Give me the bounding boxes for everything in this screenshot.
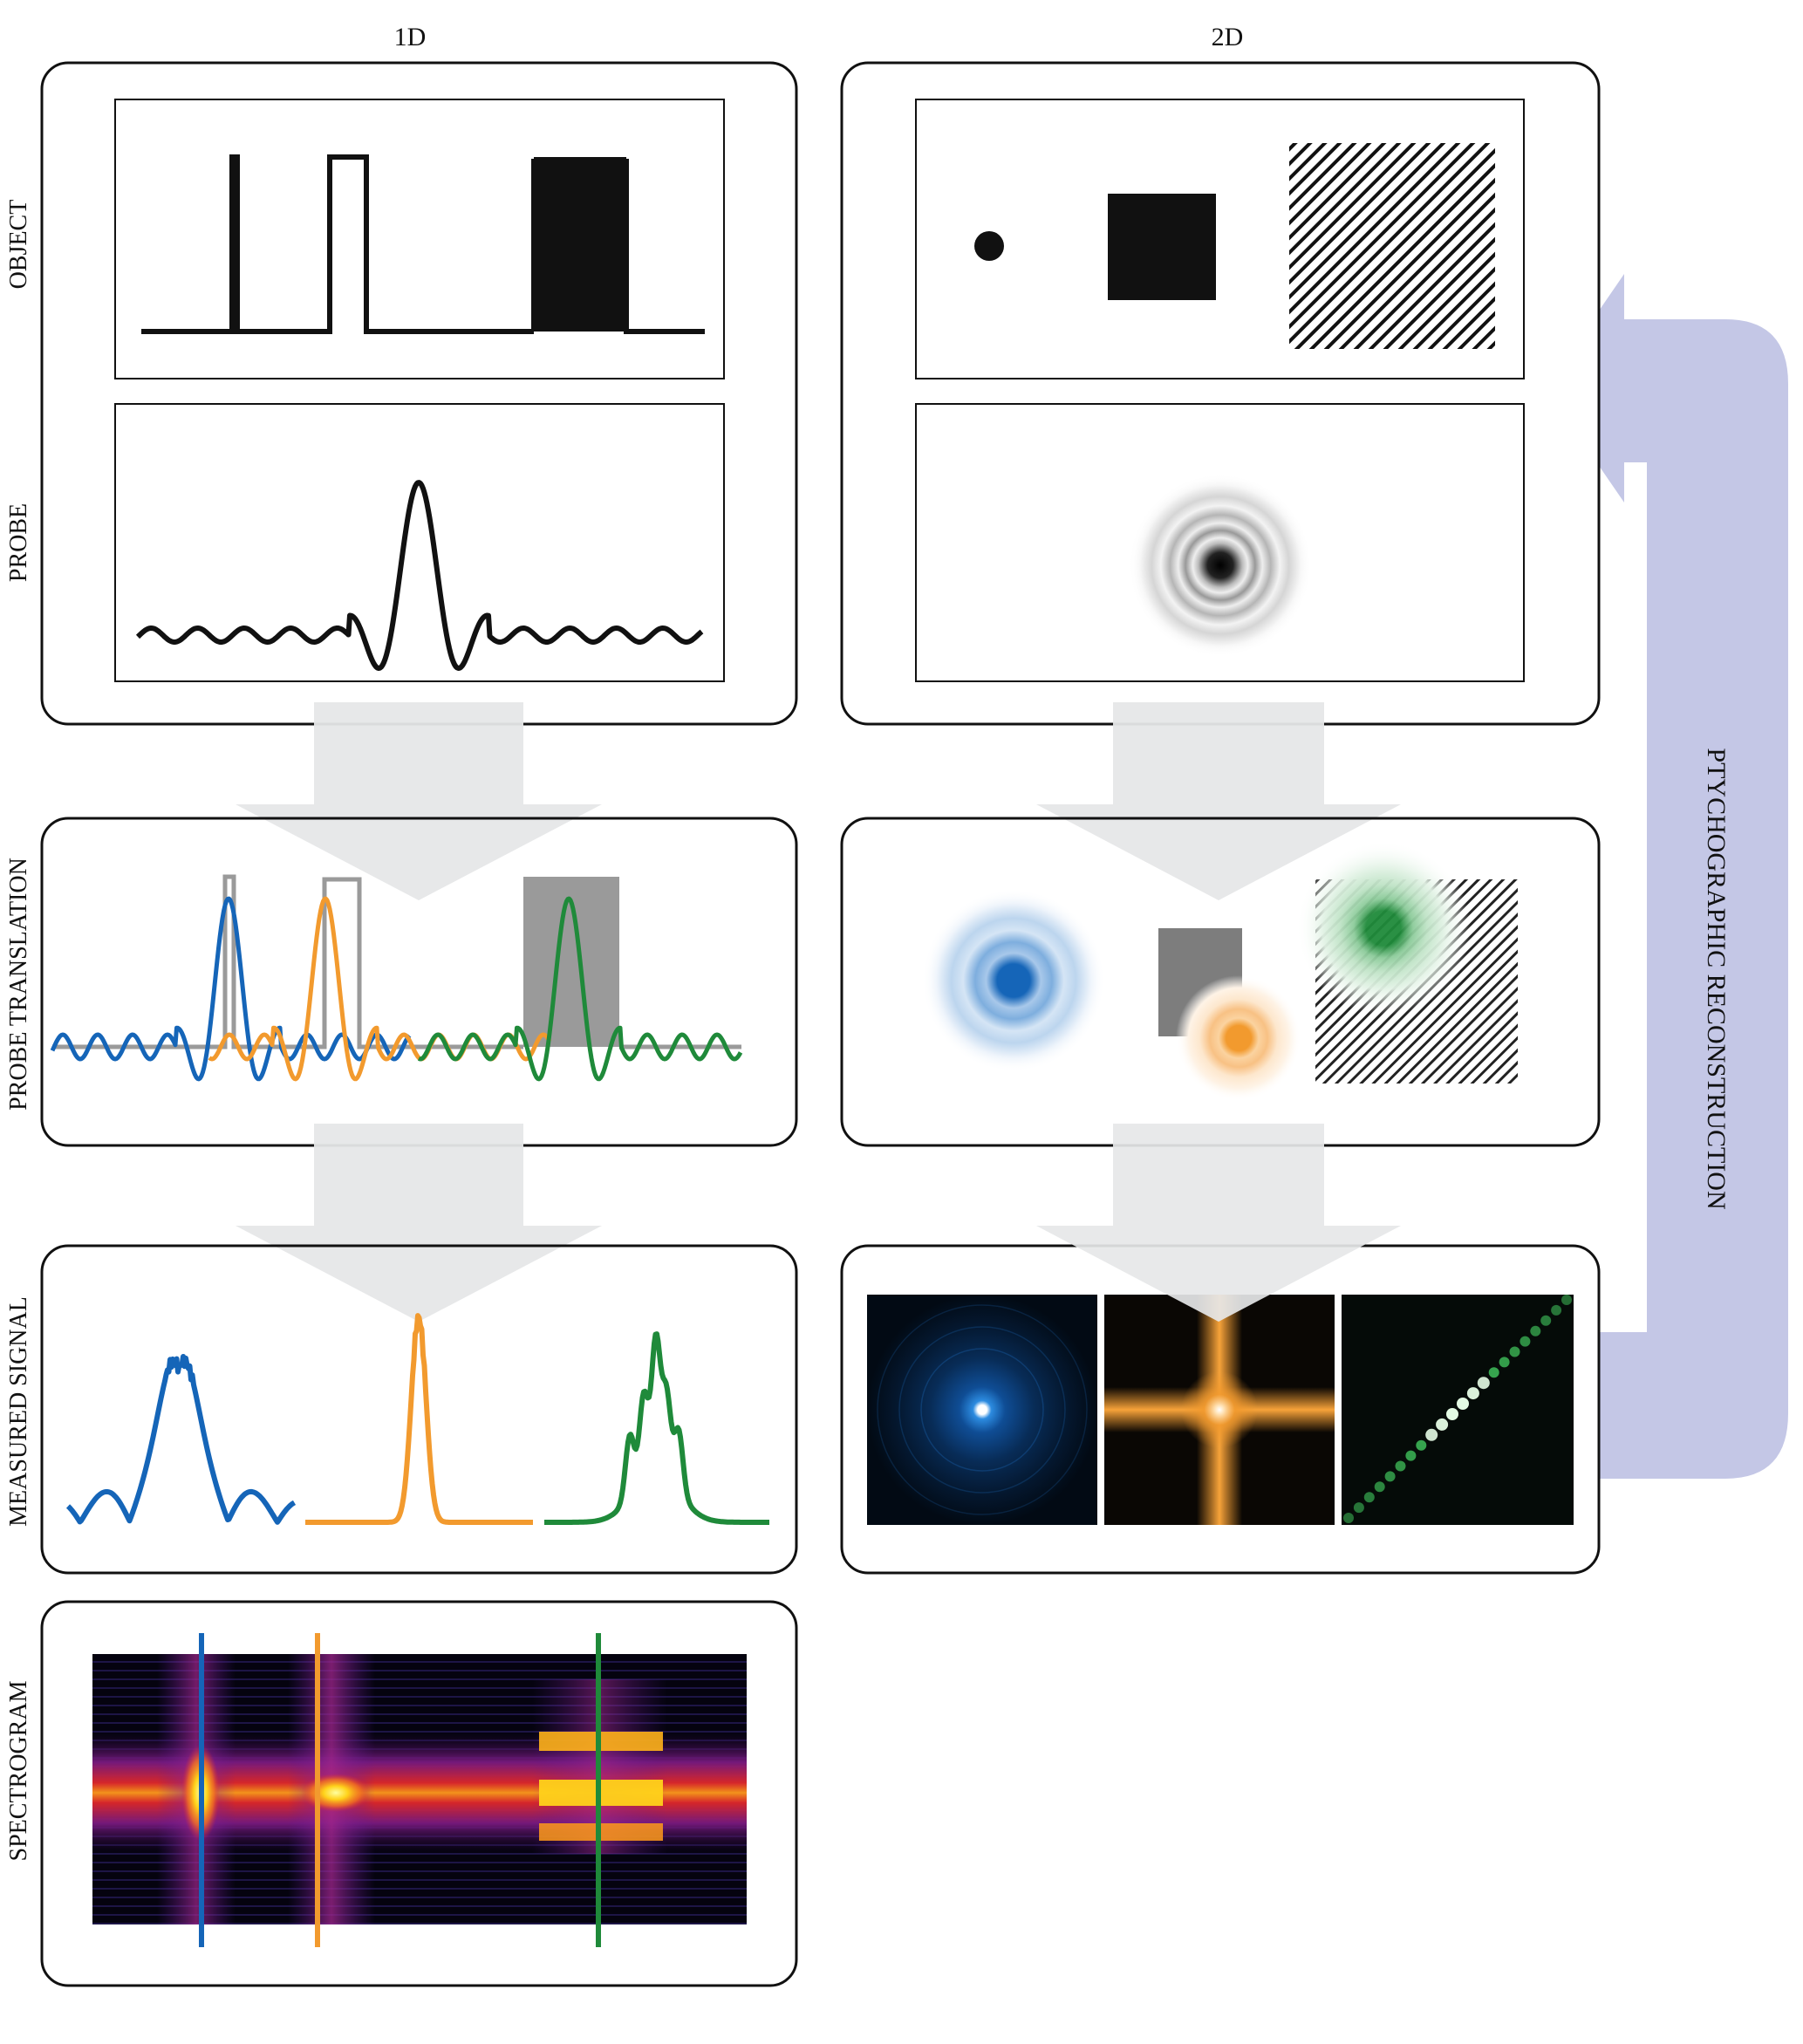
row-label-probe: PROBE xyxy=(5,503,32,582)
diffraction-green-dot xyxy=(1343,1513,1354,1523)
feedback-label: PTYCHOGRAPHIC RECONSTRUCTION xyxy=(1702,748,1731,1209)
flow-arrow-1d-a xyxy=(236,702,602,900)
signal-orange xyxy=(304,1313,535,1525)
diffraction-green-dot xyxy=(1436,1418,1449,1431)
signal-blue xyxy=(65,1354,297,1525)
probe-1d-curve xyxy=(135,480,704,671)
flow-arrow-2d-b xyxy=(1036,1124,1401,1322)
diffraction-green-dot xyxy=(1384,1471,1396,1482)
diffraction-green-dot xyxy=(1457,1398,1469,1410)
diffraction-green-dot xyxy=(1425,1428,1438,1441)
diffraction-green-dot xyxy=(1520,1336,1531,1347)
probe-2d-blue xyxy=(922,889,1105,1072)
diffraction-green-dot xyxy=(1530,1325,1541,1336)
probe-2d-airy xyxy=(1129,474,1312,657)
diffraction-green-dot xyxy=(1395,1460,1406,1472)
probe-translated-blue xyxy=(50,896,412,1082)
column-header-2d: 2D xyxy=(1212,23,1244,51)
probe-2d-orange xyxy=(1176,975,1301,1101)
reconstruction-feedback-arrow xyxy=(1546,274,1788,1479)
diffraction-green xyxy=(1342,1295,1574,1525)
diffraction-green-dot xyxy=(1446,1408,1458,1420)
diffraction-green-dot xyxy=(1363,1492,1375,1503)
diffraction-green-dot xyxy=(1561,1295,1572,1305)
row-label-probe-translation: PROBE TRANSLATION xyxy=(5,858,32,1111)
diffraction-green-dot xyxy=(1353,1502,1364,1514)
row-label-object: OBJECT xyxy=(5,200,32,290)
panel-1d-measured-signal xyxy=(40,1244,798,1575)
diffraction-green-dot xyxy=(1488,1367,1499,1378)
diffraction-green-dot xyxy=(1374,1481,1385,1493)
subpanel-1d-object xyxy=(114,99,725,379)
diffraction-blue xyxy=(867,1295,1097,1525)
diffraction-green-dot xyxy=(1499,1357,1510,1368)
object-2d-shapes xyxy=(974,143,1495,349)
flow-arrow-1d-b xyxy=(236,1124,602,1322)
diffraction-green-dot xyxy=(1416,1439,1427,1451)
probe-2d-green xyxy=(1296,841,1471,1015)
diffraction-green-dot xyxy=(1551,1304,1562,1316)
row-label-measured-signal: MEASURED SIGNAL xyxy=(5,1296,32,1527)
flow-arrow-2d-a xyxy=(1036,702,1401,900)
signal-green xyxy=(543,1331,771,1525)
diffraction-green-dot xyxy=(1540,1315,1552,1326)
diffraction-orange xyxy=(1104,1295,1335,1525)
diffraction-green-dot xyxy=(1477,1377,1490,1390)
spectrogram-image xyxy=(92,1654,747,1924)
subpanel-1d-probe xyxy=(114,403,725,682)
diffraction-green-dot xyxy=(1466,1387,1479,1400)
column-header-1d: 1D xyxy=(394,23,427,51)
translation-object-gray xyxy=(52,874,741,1049)
diffraction-green-dot xyxy=(1509,1346,1520,1357)
diffraction-green-dot xyxy=(1405,1450,1417,1461)
row-label-spectrogram: SPECTROGRAM xyxy=(5,1680,32,1861)
object-1d-plot xyxy=(141,154,705,334)
probe-translated-green xyxy=(417,896,743,1082)
